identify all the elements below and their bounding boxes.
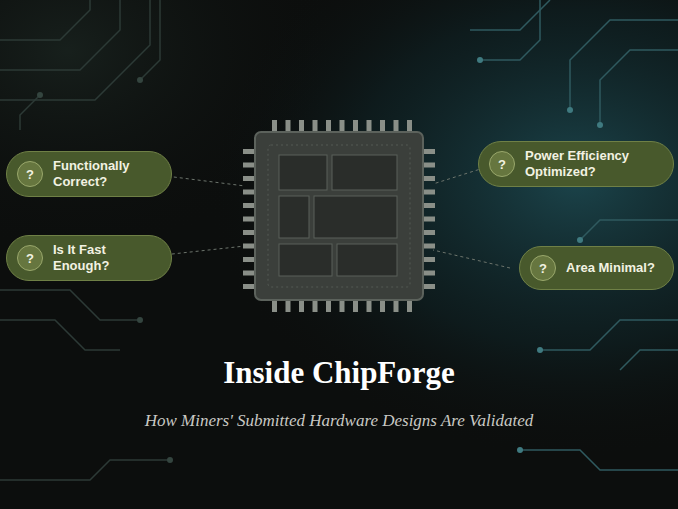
- chip-pin: [243, 271, 255, 276]
- chip-pin: [423, 176, 435, 181]
- chip-pin: [243, 217, 255, 222]
- chip-pin: [380, 300, 385, 312]
- chip-pin: [394, 300, 399, 312]
- chip-pin: [423, 149, 435, 154]
- chip-pin: [326, 300, 331, 312]
- chip-pin: [353, 300, 358, 312]
- chip-pin: [243, 257, 255, 262]
- chip-pin: [423, 284, 435, 289]
- chip-pin: [243, 149, 255, 154]
- chip-pin: [243, 244, 255, 249]
- chip-pin: [340, 120, 345, 132]
- caption: How Miners' Submitted Hardware Designs A…: [0, 411, 678, 431]
- chip-pin: [423, 217, 435, 222]
- chip-pin: [423, 230, 435, 235]
- chip-pin: [340, 300, 345, 312]
- pill-label: Is It Fast Enough?: [53, 242, 153, 274]
- chip-pin: [313, 300, 318, 312]
- question-badge: ?: [489, 151, 515, 177]
- chip-pin: [423, 190, 435, 195]
- chip-pin: [243, 163, 255, 168]
- chip-pin: [243, 176, 255, 181]
- question-badge: ?: [17, 161, 43, 187]
- chip-pin: [326, 120, 331, 132]
- question-pill: ? Functionally Correct?: [6, 151, 172, 197]
- chip-pin: [272, 300, 277, 312]
- question-badge: ?: [17, 245, 43, 271]
- chip-pin: [407, 120, 412, 132]
- chip-pin: [423, 257, 435, 262]
- chip-pin: [313, 120, 318, 132]
- chip-pin: [423, 244, 435, 249]
- chip-pin: [286, 120, 291, 132]
- chip-pins: [243, 120, 435, 312]
- chip-pin: [407, 300, 412, 312]
- question-pill: ? Power Efficiency Optimized?: [478, 141, 674, 187]
- pill-label: Power Efficiency Optimized?: [525, 148, 655, 180]
- chip-pin: [380, 120, 385, 132]
- circuit-traces-right: [470, 0, 678, 470]
- chip-pin: [286, 300, 291, 312]
- pill-label: Area Minimal?: [566, 260, 655, 276]
- chip-pin: [367, 120, 372, 132]
- question-pill: ? Is It Fast Enough?: [6, 235, 172, 281]
- chip-pin: [423, 271, 435, 276]
- chip-pin: [423, 163, 435, 168]
- chip-pin: [299, 300, 304, 312]
- chip-pin: [367, 300, 372, 312]
- question-badge: ?: [530, 255, 556, 281]
- chip-pin: [243, 230, 255, 235]
- pill-label: Functionally Correct?: [53, 158, 153, 190]
- chip-pin: [353, 120, 358, 132]
- chip-pin: [299, 120, 304, 132]
- question-pill: ? Area Minimal?: [519, 246, 674, 290]
- chip-pin: [272, 120, 277, 132]
- chip-pin: [243, 190, 255, 195]
- chip-pin: [394, 120, 399, 132]
- chip-pin: [243, 203, 255, 208]
- chip-blocks: [279, 155, 397, 276]
- chip-die: [268, 145, 410, 287]
- title: Inside ChipForge: [0, 355, 678, 391]
- chip-body: [255, 132, 423, 300]
- chip-pin: [423, 203, 435, 208]
- chip-pin: [243, 284, 255, 289]
